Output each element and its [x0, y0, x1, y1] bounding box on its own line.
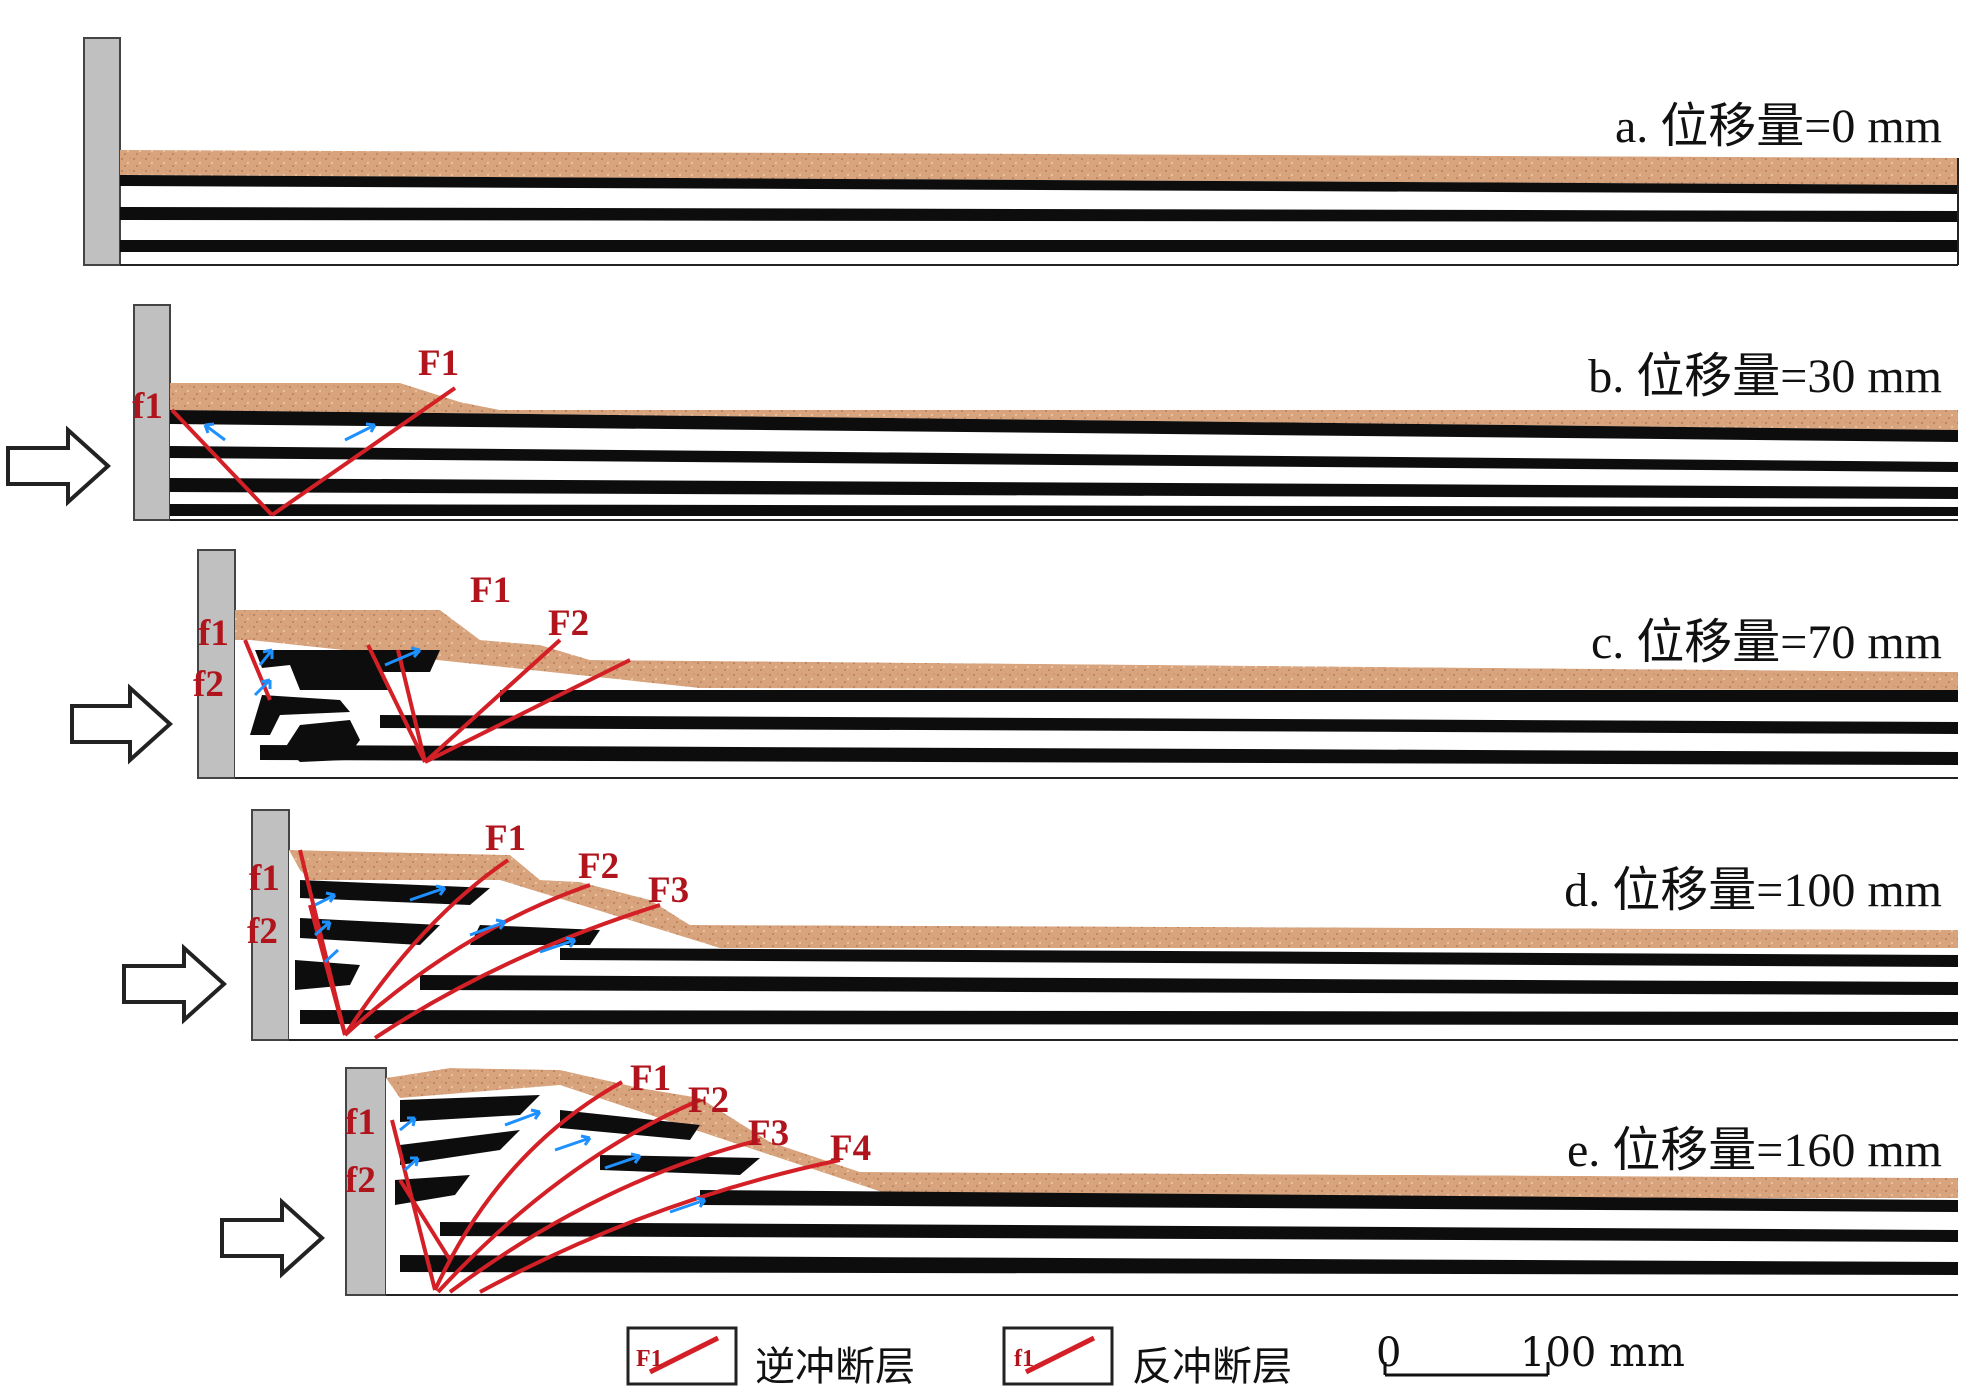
layer-stack [386, 1068, 1958, 1295]
legend-thrust-symbol: F1 [636, 1346, 663, 1372]
legend-thrust-label: 逆冲断层 [755, 1344, 915, 1390]
push-arrow [122, 943, 227, 1025]
legend-thrust: F1 逆冲断层 [626, 1326, 915, 1390]
fault-label: f2 [193, 664, 224, 705]
panel-b: F1 f1 b. 位移量=30 mm [6, 304, 1958, 521]
fault-lines [170, 386, 457, 517]
scale-bar: 0 100 mm [1376, 1330, 1685, 1377]
fault-label: f1 [198, 613, 229, 654]
panel-d: F1 F2 F3 f1 f2 d. 位移量=100 mm [122, 809, 1958, 1041]
push-arrow [220, 1197, 325, 1279]
slip-arrows [253, 646, 422, 697]
fault-label: F2 [578, 846, 619, 887]
fault-label: f1 [345, 1102, 376, 1143]
fault-label: F1 [485, 818, 526, 859]
fault-lines [298, 849, 661, 1040]
push-arrow [70, 683, 173, 765]
panel-a: a. 位移量=0 mm [83, 37, 1959, 266]
fault-label: f2 [345, 1160, 376, 1201]
slip-arrows [399, 1108, 707, 1214]
fault-lines [243, 638, 631, 764]
backstop-wall [197, 549, 236, 779]
panel-title: b. 位移量=30 mm [1588, 350, 1942, 403]
fault-label: F1 [630, 1058, 671, 1099]
fault-label: f2 [247, 911, 278, 952]
layer-stack [120, 150, 1959, 266]
backstop-wall [251, 809, 290, 1041]
backstop-wall [345, 1067, 387, 1296]
legend-backthrust-symbol: f1 [1014, 1346, 1034, 1372]
panel-title: c. 位移量=70 mm [1591, 616, 1942, 669]
fault-label: F2 [688, 1080, 729, 1121]
panel-title: d. 位移量=100 mm [1564, 864, 1942, 917]
scale-start: 0 [1376, 1330, 1401, 1376]
fault-label: F2 [548, 603, 589, 644]
fault-label: F3 [748, 1113, 789, 1154]
legend-backthrust: f1 反冲断层 [1002, 1326, 1292, 1390]
slip-arrows [314, 884, 577, 964]
fault-label: F3 [648, 870, 689, 911]
panel-e: F1 F2 F3 F4 f1 f2 e. 位移量=160 mm [220, 1058, 1958, 1296]
backstop-wall [83, 37, 121, 266]
fault-label: f1 [132, 386, 163, 427]
fault-label: F4 [830, 1128, 871, 1169]
fault-label: f1 [249, 858, 280, 899]
fault-lines [390, 1080, 841, 1294]
panel-c: F1 F2 f1 f2 c. 位移量=70 mm [70, 549, 1958, 779]
push-arrow [6, 425, 111, 507]
panel-title: a. 位移量=0 mm [1615, 100, 1942, 153]
slip-arrows [203, 422, 377, 442]
legend: F1 逆冲断层 f1 反冲断层 0 100 mm [626, 1326, 1685, 1390]
fault-label: F1 [418, 343, 459, 384]
panel-title: e. 位移量=160 mm [1567, 1124, 1942, 1177]
fault-label: F1 [470, 570, 511, 611]
legend-backthrust-label: 反冲断层 [1132, 1344, 1292, 1390]
scale-end: 100 mm [1520, 1330, 1685, 1376]
